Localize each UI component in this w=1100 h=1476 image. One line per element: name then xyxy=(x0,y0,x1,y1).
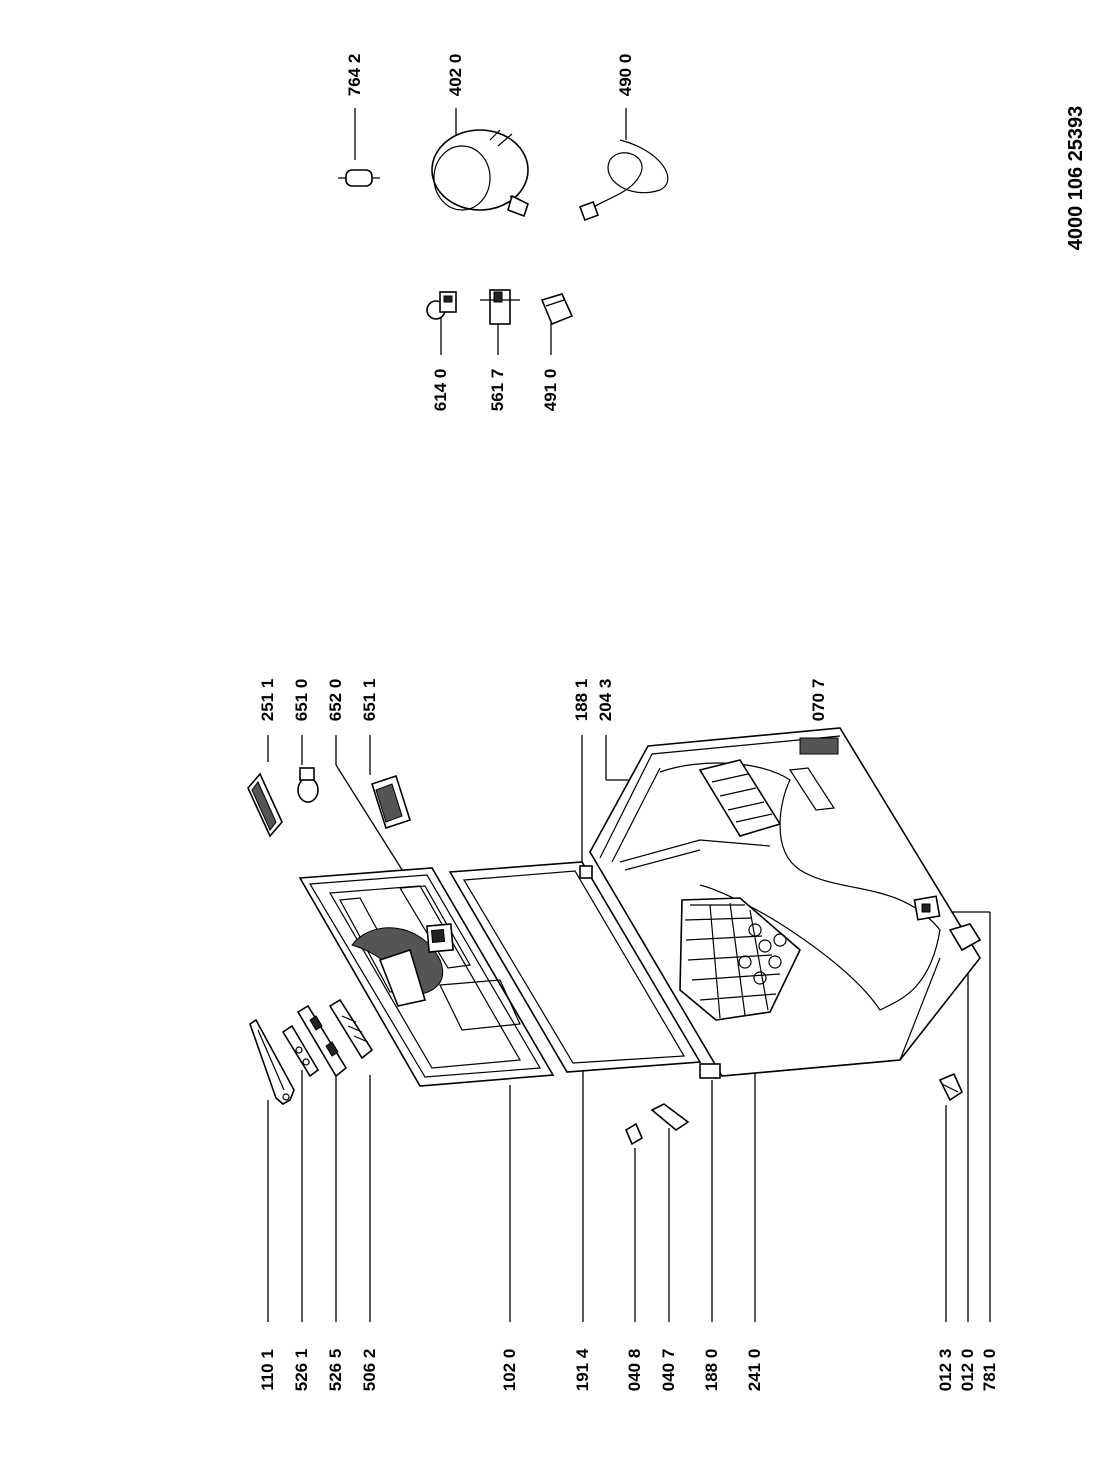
part-divider-basket xyxy=(698,759,782,837)
part-thermostat-box xyxy=(370,774,412,830)
part-lid-hinge xyxy=(296,1004,348,1078)
label-526-5: 526 5 xyxy=(326,1349,345,1392)
label-251-1: 251 1 xyxy=(258,679,277,722)
label-241-0: 241 0 xyxy=(745,1349,764,1392)
part-seal-clip-bottom xyxy=(699,1063,721,1079)
label-012-3: 012 3 xyxy=(936,1349,955,1392)
part-thermostat xyxy=(480,289,520,325)
label-764-2: 764 2 xyxy=(345,54,364,97)
part-handle xyxy=(249,1018,295,1105)
label-group-left: 110 1 526 1 526 5 506 2 102 0 191 4 040 … xyxy=(258,1348,999,1391)
part-lid xyxy=(298,867,555,1087)
part-right-hinge xyxy=(948,923,982,952)
part-hinge-bracket xyxy=(281,1024,320,1078)
part-lock-strip xyxy=(328,998,374,1060)
label-070-7: 070 7 xyxy=(809,679,828,722)
part-filter-drier xyxy=(338,169,380,187)
part-lock-catch xyxy=(624,1122,644,1146)
part-knob-housing xyxy=(540,293,574,326)
label-561-7: 561 7 xyxy=(488,369,507,412)
label-491-0: 491 0 xyxy=(541,369,560,412)
label-526-1: 526 1 xyxy=(292,1349,311,1392)
label-110-1: 110 1 xyxy=(258,1349,277,1391)
label-651-1: 651 1 xyxy=(360,679,379,722)
label-188-1: 188 1 xyxy=(572,679,591,722)
part-seal-clip-top xyxy=(579,865,593,879)
label-651-0: 651 0 xyxy=(292,679,311,722)
document-number: 4000 106 25393 xyxy=(1065,106,1087,251)
part-relay xyxy=(426,291,457,320)
label-490-0: 490 0 xyxy=(616,54,635,97)
label-040-7: 040 7 xyxy=(659,1349,678,1392)
label-781-0: 781 0 xyxy=(980,1349,999,1392)
label-102-0: 102 0 xyxy=(500,1349,519,1392)
part-lamp-bulb xyxy=(297,767,319,803)
label-group-top: 251 1 651 0 652 0 651 1 188 1 204 3 070 … xyxy=(258,679,828,722)
label-012-0: 012 0 xyxy=(958,1349,977,1392)
part-lid-gasket xyxy=(448,861,702,1073)
part-light-cover xyxy=(247,772,283,838)
label-204-3: 204 3 xyxy=(596,679,615,722)
label-group-right: 764 2 402 0 490 0 xyxy=(345,54,635,160)
label-402-0: 402 0 xyxy=(446,54,465,97)
label-191-4: 191 4 xyxy=(573,1348,592,1391)
label-652-0: 652 0 xyxy=(326,679,345,722)
label-506-2: 506 2 xyxy=(360,1349,379,1392)
part-lock-guard xyxy=(650,1103,690,1131)
part-bottom-hinge xyxy=(938,1072,964,1102)
label-188-0: 188 0 xyxy=(702,1349,721,1392)
label-group-small-parts: 614 0 561 7 491 0 xyxy=(431,318,560,411)
label-040-8: 040 8 xyxy=(625,1349,644,1392)
part-wire-basket xyxy=(679,897,801,1021)
label-614-0: 614 0 xyxy=(431,369,450,412)
part-compressor xyxy=(431,129,529,218)
part-power-cord xyxy=(579,139,669,221)
